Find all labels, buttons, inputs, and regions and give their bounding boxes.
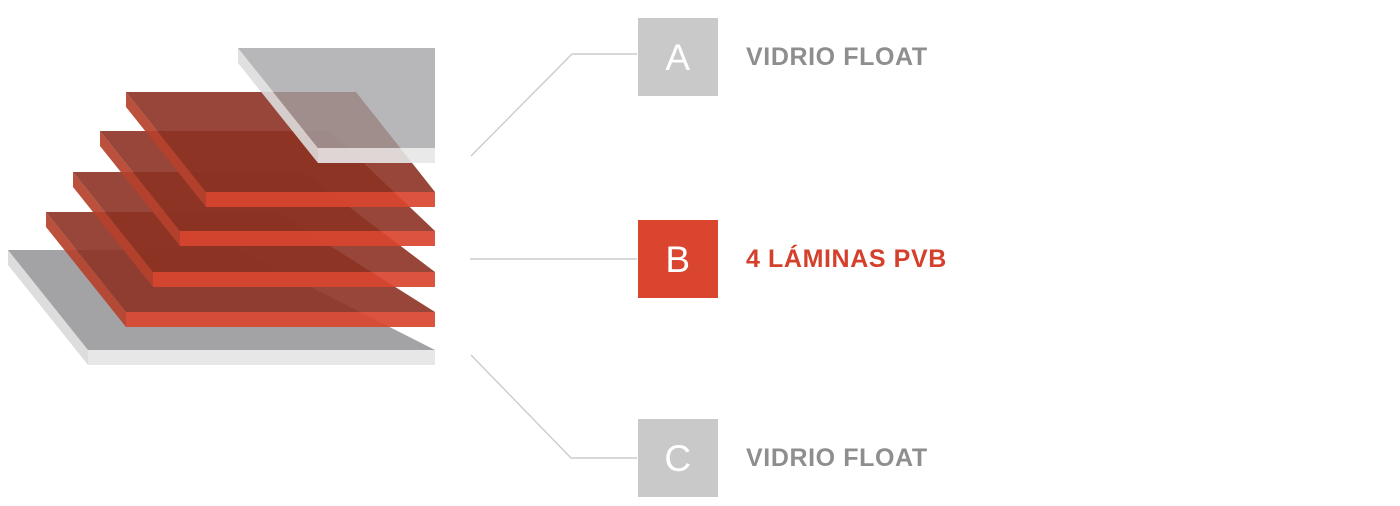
legend-badge-b-letter: B (665, 238, 691, 280)
layer-pvb-4-front-face (126, 312, 435, 327)
layer-pvb-3-front-face (153, 272, 435, 287)
legend-label-a: VIDRIO FLOAT (746, 42, 928, 71)
layer-glass-top-left-face (238, 48, 318, 163)
layer-pvb-1-left-face (126, 92, 206, 207)
layer-pvb-3-left-face (73, 172, 153, 287)
layer-pvb-2-left-face (100, 131, 180, 246)
legend-row-a[interactable]: A VIDRIO FLOAT (638, 18, 928, 96)
legend-badge-a-letter: A (665, 36, 691, 78)
legend-label-b: 4 LÁMINAS PVB (746, 244, 947, 273)
legend-badge-a[interactable]: A (638, 18, 718, 96)
layer-pvb-2-front-face (180, 231, 435, 246)
layer-glass-bottom-left-face (8, 250, 88, 365)
legend-row-b[interactable]: B 4 LÁMINAS PVB (638, 220, 947, 298)
legend-label-c: VIDRIO FLOAT (746, 443, 928, 472)
layer-pvb-4-left-face (46, 212, 126, 327)
layer-glass-top-top-face (238, 48, 435, 148)
legend-badge-c-letter: C (664, 437, 692, 479)
legend-badge-b[interactable]: B (638, 220, 718, 298)
layer-pvb-1-front-face (206, 192, 435, 207)
legend-row-c[interactable]: C VIDRIO FLOAT (638, 419, 928, 497)
layer-glass-top-front-face (318, 148, 435, 163)
legend-badge-c[interactable]: C (638, 419, 718, 497)
leader-line-c (470, 354, 637, 459)
leader-line-a (470, 53, 637, 157)
layer-glass-bottom-front-face (88, 350, 435, 365)
layer-glass-top (238, 48, 435, 163)
